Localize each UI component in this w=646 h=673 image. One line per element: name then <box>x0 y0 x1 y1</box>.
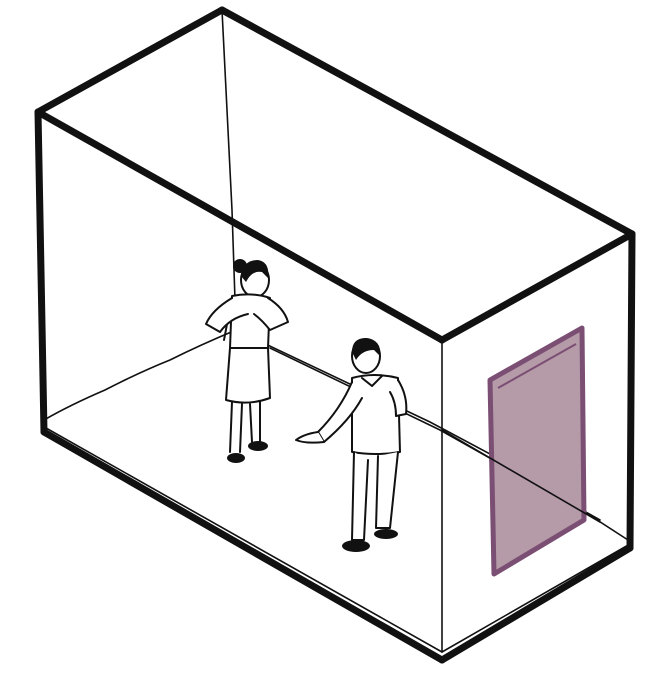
woman-right-leg <box>250 402 260 442</box>
door-panel <box>490 328 584 574</box>
man-figure <box>296 338 406 552</box>
man-torso <box>352 375 400 454</box>
man-left-leg <box>352 452 368 540</box>
woman-skirt <box>226 348 270 403</box>
top-left-edge <box>38 10 222 112</box>
back-floor-edge-left <box>44 330 236 420</box>
bottom-right-edge <box>442 548 630 660</box>
man-left-shoe <box>342 540 370 552</box>
room-box <box>38 10 632 660</box>
woman-left-shoe <box>227 453 245 463</box>
man-right-leg <box>376 452 398 528</box>
woman-left-leg <box>230 402 242 452</box>
right-top-edge <box>442 234 632 340</box>
woman-figure <box>206 259 288 463</box>
floor-right-inner-line <box>442 544 630 652</box>
left-vertical-edge <box>38 112 44 432</box>
back-corner-edge <box>222 10 236 330</box>
right-vertical-edge <box>630 234 632 548</box>
woman-right-shoe <box>248 441 268 451</box>
top-right-edge <box>222 10 632 234</box>
man-right-shoe <box>374 529 398 539</box>
